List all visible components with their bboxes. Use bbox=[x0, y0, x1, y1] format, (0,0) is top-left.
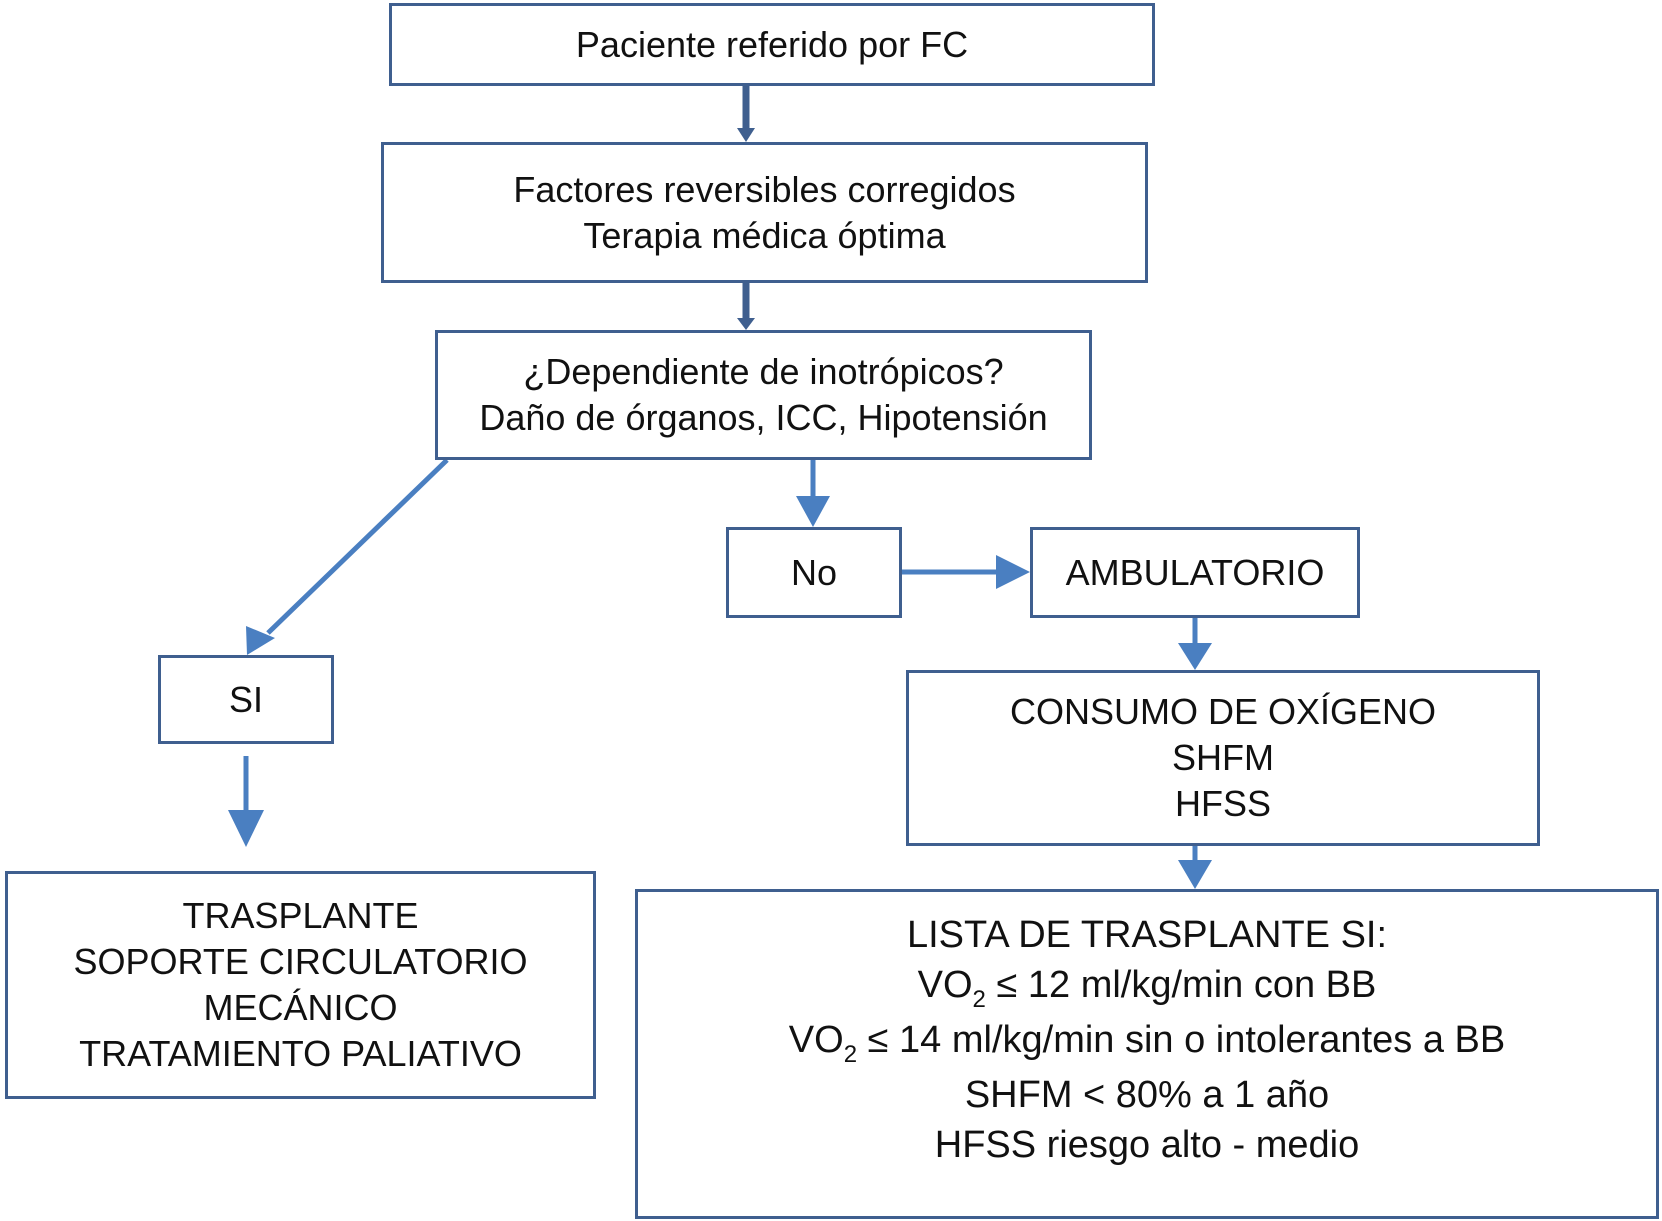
arrowhead-tests-to-listing bbox=[1178, 860, 1212, 889]
circulatory-support-text: SOPORTE CIRCULATORIO bbox=[73, 941, 528, 982]
optimized-therapy-box: Factores reversibles corregidos Terapia … bbox=[381, 142, 1148, 283]
arrowhead-inotrope-to-no bbox=[796, 496, 830, 527]
reversible-factors-text: Factores reversibles corregidos bbox=[513, 168, 1016, 210]
vo2-without-bb-rest: ≤ 14 ml/kg/min sin o intolerantes a BB bbox=[857, 1019, 1506, 1061]
inotrope-question-text: ¿Dependiente de inotrópicos? bbox=[523, 351, 1004, 392]
transplant-listing-box: LISTA DE TRASPLANTE SI: VO2 ≤ 12 ml/kg/m… bbox=[635, 889, 1659, 1219]
ambulatory-label: AMBULATORIO bbox=[1065, 551, 1325, 593]
listing-title: LISTA DE TRASPLANTE SI: bbox=[906, 914, 1388, 956]
no-label: No bbox=[790, 551, 838, 593]
vo2-with-bb-rest: ≤ 12 ml/kg/min con BB bbox=[985, 964, 1377, 1006]
arrowhead-ambulatory-to-tests bbox=[1178, 643, 1212, 670]
referral-box: Paciente referido por FC bbox=[389, 3, 1155, 86]
vo2-prefix: VO bbox=[788, 1019, 844, 1061]
arrowhead-referral-to-optimized bbox=[737, 128, 755, 142]
shfm-criterion: SHFM < 80% a 1 año bbox=[964, 1074, 1330, 1116]
inotrope-question-box: ¿Dependiente de inotrópicos? Daño de órg… bbox=[435, 330, 1092, 460]
arrowhead-inotrope-to-yes bbox=[246, 626, 275, 655]
ambulatory-box: AMBULATORIO bbox=[1030, 527, 1360, 618]
assessment-tests-box: CONSUMO DE OXÍGENO SHFM HFSS bbox=[906, 670, 1540, 846]
arrowhead-no-to-ambulatory bbox=[996, 555, 1030, 589]
optimal-therapy-text: Terapia médica óptima bbox=[583, 214, 946, 256]
hfss-text: HFSS bbox=[1174, 783, 1271, 824]
oxygen-consumption-text: CONSUMO DE OXÍGENO bbox=[1009, 691, 1437, 732]
advanced-therapy-box: TRASPLANTE SOPORTE CIRCULATORIO MECÁNICO… bbox=[5, 871, 596, 1099]
organ-damage-text: Daño de órganos, ICC, Hipotensión bbox=[479, 397, 1048, 438]
arrowhead-yes-to-therapy bbox=[228, 810, 264, 847]
hfss-criterion: HFSS riesgo alto - medio bbox=[934, 1124, 1360, 1166]
vo2-subscript: 2 bbox=[972, 986, 986, 1013]
vo2-with-bb-criterion: VO2 ≤ 12 ml/kg/min con BB bbox=[918, 960, 1377, 1015]
yes-label: SI bbox=[228, 678, 263, 720]
arrow-inotrope-to-yes bbox=[266, 458, 449, 635]
vo2-prefix: VO bbox=[917, 964, 973, 1006]
no-box: No bbox=[726, 527, 902, 618]
vo2-without-bb-criterion: VO2 ≤ 14 ml/kg/min sin o intolerantes a … bbox=[789, 1015, 1505, 1070]
yes-box: SI bbox=[158, 655, 334, 744]
arrowhead-optimized-to-inotrope bbox=[737, 318, 755, 330]
palliative-text: TRATAMIENTO PALIATIVO bbox=[79, 1033, 522, 1074]
shfm-text: SHFM bbox=[1172, 737, 1274, 778]
vo2-subscript: 2 bbox=[843, 1041, 858, 1068]
referral-text: Paciente referido por FC bbox=[575, 23, 969, 65]
transplant-text: TRASPLANTE bbox=[182, 895, 419, 936]
mechanical-text: MECÁNICO bbox=[203, 987, 398, 1028]
